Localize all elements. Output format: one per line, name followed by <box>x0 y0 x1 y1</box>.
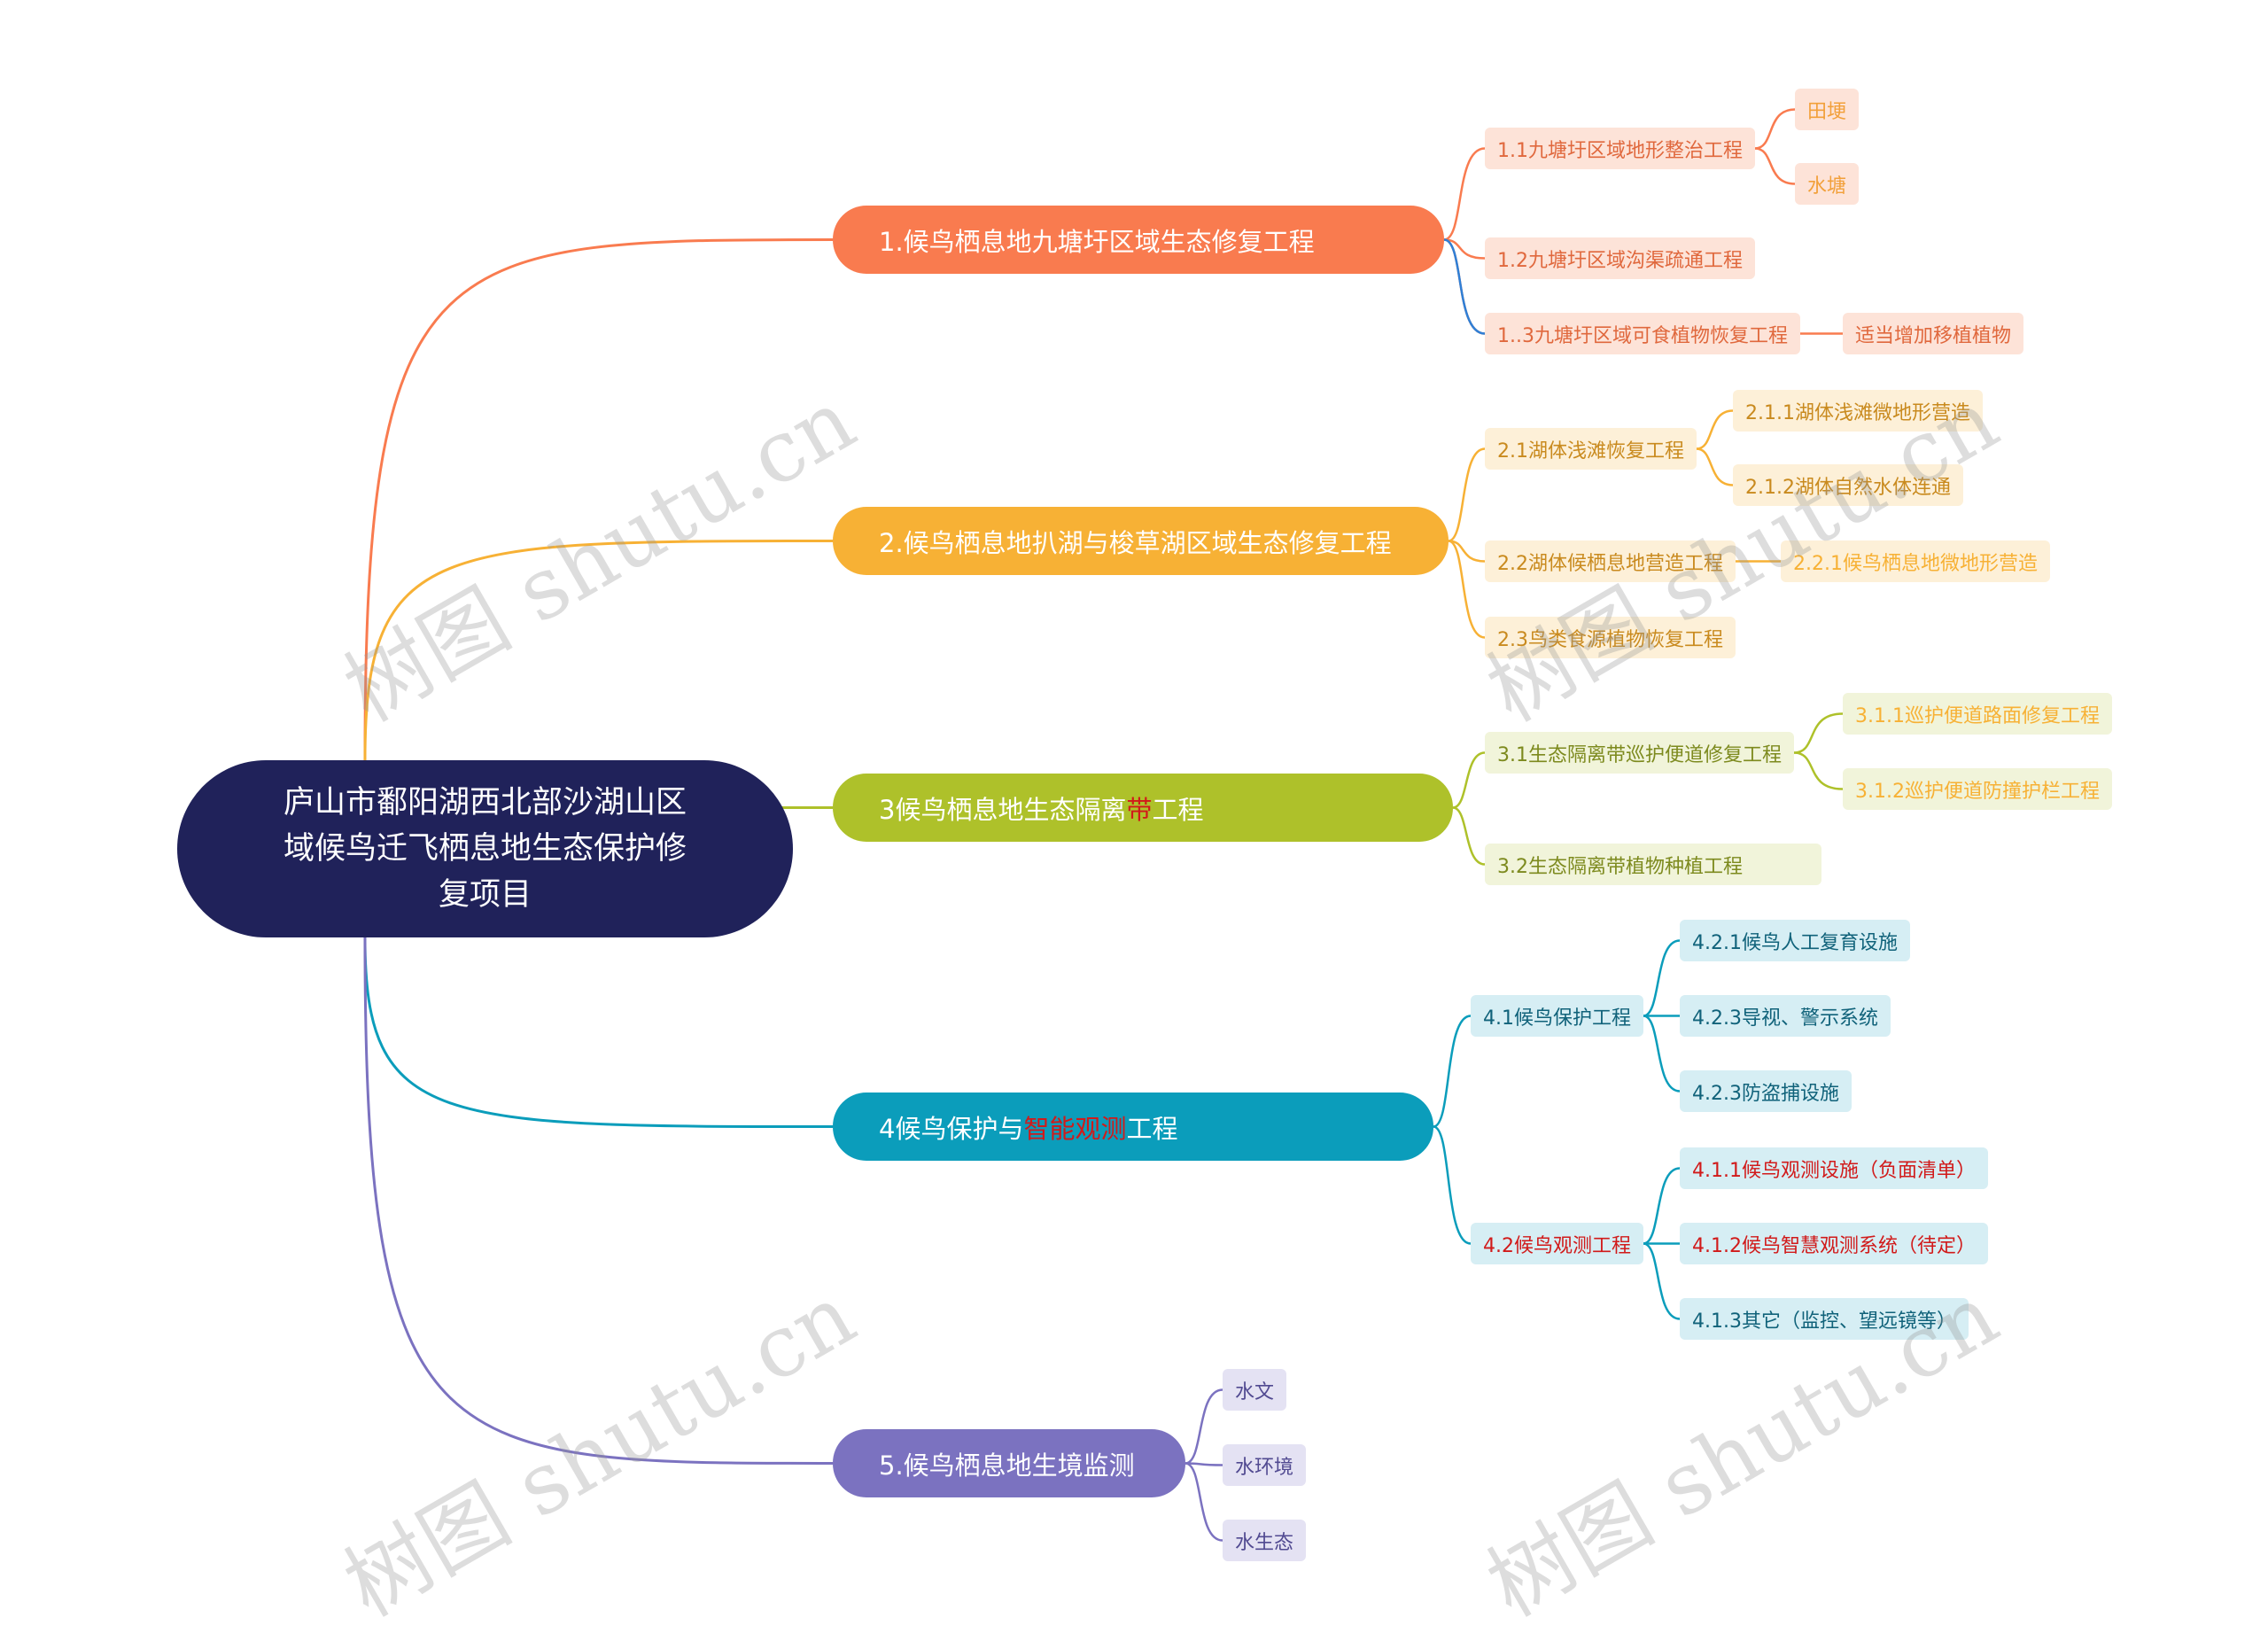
branch-1-3-1[interactable]: 适当增加移植植物 <box>1843 313 2024 354</box>
branch-2-2-1-label: 2.2.1候鸟栖息地微地形营造 <box>1793 552 2038 575</box>
branch-4-1-2-label: 4.2.3导视、警示系统 <box>1692 1007 1878 1030</box>
branch-3-2[interactable]: 3.2生态隔离带植物种植工程 <box>1485 844 1821 885</box>
branch-4-2-label: 4.2候鸟观测工程 <box>1483 1234 1631 1257</box>
branch-1-2-label: 1.2九塘圩区域沟渠疏通工程 <box>1497 249 1743 272</box>
branch-4[interactable]: 4候鸟保护与智能观测工程 <box>833 1093 1433 1161</box>
branch-4-1-label: 4.1候鸟保护工程 <box>1483 1007 1631 1030</box>
branch-4-1-1[interactable]: 4.2.1候鸟人工复育设施 <box>1680 920 1910 961</box>
branch-4-2-2-label: 4.1.2候鸟智慧观测系统（待定） <box>1692 1234 1976 1257</box>
branch-1-1-label: 1.1九塘圩区域地形整治工程 <box>1497 139 1743 162</box>
branch-5-1-label: 水文 <box>1235 1380 1275 1404</box>
branch-2-1[interactable]: 2.1湖体浅滩恢复工程 <box>1485 428 1697 470</box>
connector-line <box>1443 238 1486 335</box>
branch-2-2-1[interactable]: 2.2.1候鸟栖息地微地形营造 <box>1781 540 2050 582</box>
connector-line <box>1643 1242 1681 1320</box>
branch-5[interactable]: 5.候鸟栖息地生境监测 <box>833 1429 1185 1497</box>
branch-1-1-1[interactable]: 田埂 <box>1795 89 1860 130</box>
branch-3-1-1[interactable]: 3.1.1巡护便道路面修复工程 <box>1843 693 2112 735</box>
branch-4-1-2[interactable]: 4.2.3导视、警示系统 <box>1680 995 1891 1037</box>
branch-2-label: 2.候鸟栖息地扒湖与梭草湖区域生态修复工程 <box>879 527 1392 558</box>
branch-1-3-1-label: 适当增加移植植物 <box>1855 324 2012 347</box>
branch-5-3[interactable]: 水生态 <box>1223 1520 1307 1561</box>
connector-line <box>1443 238 1486 260</box>
root-node[interactable]: 庐山市鄱阳湖西北部沙湖山区域候鸟迁飞栖息地生态保护修复项目 <box>177 760 793 937</box>
branch-4-2[interactable]: 4.2候鸟观测工程 <box>1471 1223 1643 1264</box>
branch-4-1-3[interactable]: 4.2.3防盗捕设施 <box>1680 1070 1852 1112</box>
connector-line <box>363 238 834 761</box>
connector-line <box>1448 540 1486 639</box>
connector-line <box>1793 712 1844 754</box>
branch-5-2[interactable]: 水环境 <box>1223 1444 1307 1486</box>
connector-line <box>1696 447 1734 486</box>
branch-2-2[interactable]: 2.2湖体候栖息地营造工程 <box>1485 540 1736 582</box>
connector-line <box>1448 540 1486 563</box>
connector-line <box>1452 751 1486 809</box>
branch-2-2-label: 2.2湖体候栖息地营造工程 <box>1497 552 1723 575</box>
connector-line <box>1643 939 1681 1017</box>
connector-line <box>1433 1125 1472 1245</box>
connector-line <box>1643 1015 1681 1093</box>
branch-1-1-1-label: 田埂 <box>1807 100 1847 123</box>
connector-line <box>1643 1167 1681 1245</box>
branch-2-1-2-label: 2.1.2湖体自然水体连通 <box>1745 476 1951 499</box>
branch-1-3[interactable]: 1..3九塘圩区域可食植物恢复工程 <box>1485 313 1800 354</box>
connector-line <box>1184 1462 1223 1542</box>
branch-4-2-1-label: 4.1.1候鸟观测设施（负面清单） <box>1692 1159 1976 1182</box>
connector-line <box>1793 751 1844 790</box>
branch-2-3-label: 2.3鸟类食源植物恢复工程 <box>1497 628 1723 651</box>
branch-2-1-1[interactable]: 2.1.1湖体浅滩微地形营造 <box>1733 390 1983 432</box>
branch-2-1-2[interactable]: 2.1.2湖体自然水体连通 <box>1733 464 1963 506</box>
root-title: 庐山市鄱阳湖西北部沙湖山区域候鸟迁飞栖息地生态保护修复项目 <box>283 785 687 913</box>
connector-line <box>363 540 834 761</box>
branch-1-1-2[interactable]: 水塘 <box>1795 163 1860 205</box>
branch-4-1-3-label: 4.2.3防盗捕设施 <box>1692 1082 1839 1105</box>
branch-3[interactable]: 3候鸟栖息地生态隔离带工程 <box>833 774 1453 842</box>
connector-line <box>1696 409 1734 450</box>
connector-line <box>363 937 834 1128</box>
branch-1-1[interactable]: 1.1九塘圩区域地形整治工程 <box>1485 128 1755 169</box>
branch-3-1-1-label: 3.1.1巡护便道路面修复工程 <box>1855 704 2100 727</box>
branch-3-2-label: 3.2生态隔离带植物种植工程 <box>1497 855 1743 878</box>
connector-line <box>1443 147 1486 241</box>
branch-5-1[interactable]: 水文 <box>1223 1369 1287 1411</box>
connector-line <box>1433 1015 1472 1128</box>
connector-line <box>1184 1388 1223 1465</box>
branch-1[interactable]: 1.候鸟栖息地九塘圩区域生态修复工程 <box>833 206 1444 274</box>
connector-line <box>1448 447 1486 542</box>
branch-2-3[interactable]: 2.3鸟类食源植物恢复工程 <box>1485 617 1736 658</box>
branch-3-1-2[interactable]: 3.1.2巡护便道防撞护栏工程 <box>1843 768 2112 810</box>
connector-line <box>1754 108 1796 150</box>
branch-1-2[interactable]: 1.2九塘圩区域沟渠疏通工程 <box>1485 237 1755 279</box>
branch-1-3-label: 1..3九塘圩区域可食植物恢复工程 <box>1497 324 1788 347</box>
connector-line <box>1754 147 1796 185</box>
branch-5-2-label: 水环境 <box>1235 1456 1294 1479</box>
branch-3-1[interactable]: 3.1生态隔离带巡护便道修复工程 <box>1485 732 1794 774</box>
branch-4-1-1-label: 4.2.1候鸟人工复育设施 <box>1692 931 1898 954</box>
branch-1-1-2-label: 水塘 <box>1807 175 1847 198</box>
branch-2[interactable]: 2.候鸟栖息地扒湖与梭草湖区域生态修复工程 <box>833 507 1449 575</box>
branch-3-1-label: 3.1生态隔离带巡护便道修复工程 <box>1497 743 1782 766</box>
branch-1-label: 1.候鸟栖息地九塘圩区域生态修复工程 <box>879 226 1315 257</box>
branch-3-1-2-label: 3.1.2巡护便道防撞护栏工程 <box>1855 780 2100 803</box>
branch-2-1-label: 2.1湖体浅滩恢复工程 <box>1497 439 1684 463</box>
branch-5-label: 5.候鸟栖息地生境监测 <box>879 1450 1135 1481</box>
branch-4-2-2[interactable]: 4.1.2候鸟智慧观测系统（待定） <box>1680 1223 1988 1264</box>
branch-3-label: 3候鸟栖息地生态隔离带工程 <box>879 794 1204 825</box>
branch-4-2-1[interactable]: 4.1.1候鸟观测设施（负面清单） <box>1680 1147 1988 1189</box>
branch-4-2-3[interactable]: 4.1.3其它（监控、望远镜等） <box>1680 1298 1969 1340</box>
branch-4-2-3-label: 4.1.3其它（监控、望远镜等） <box>1692 1310 1956 1333</box>
branch-5-3-label: 水生态 <box>1235 1531 1294 1554</box>
branch-4-label: 4候鸟保护与智能观测工程 <box>879 1113 1178 1144</box>
branch-2-1-1-label: 2.1.1湖体浅滩微地形营造 <box>1745 401 1970 424</box>
connector-line <box>363 937 834 1465</box>
branch-4-1[interactable]: 4.1候鸟保护工程 <box>1471 995 1643 1037</box>
connector-line <box>1452 806 1486 866</box>
